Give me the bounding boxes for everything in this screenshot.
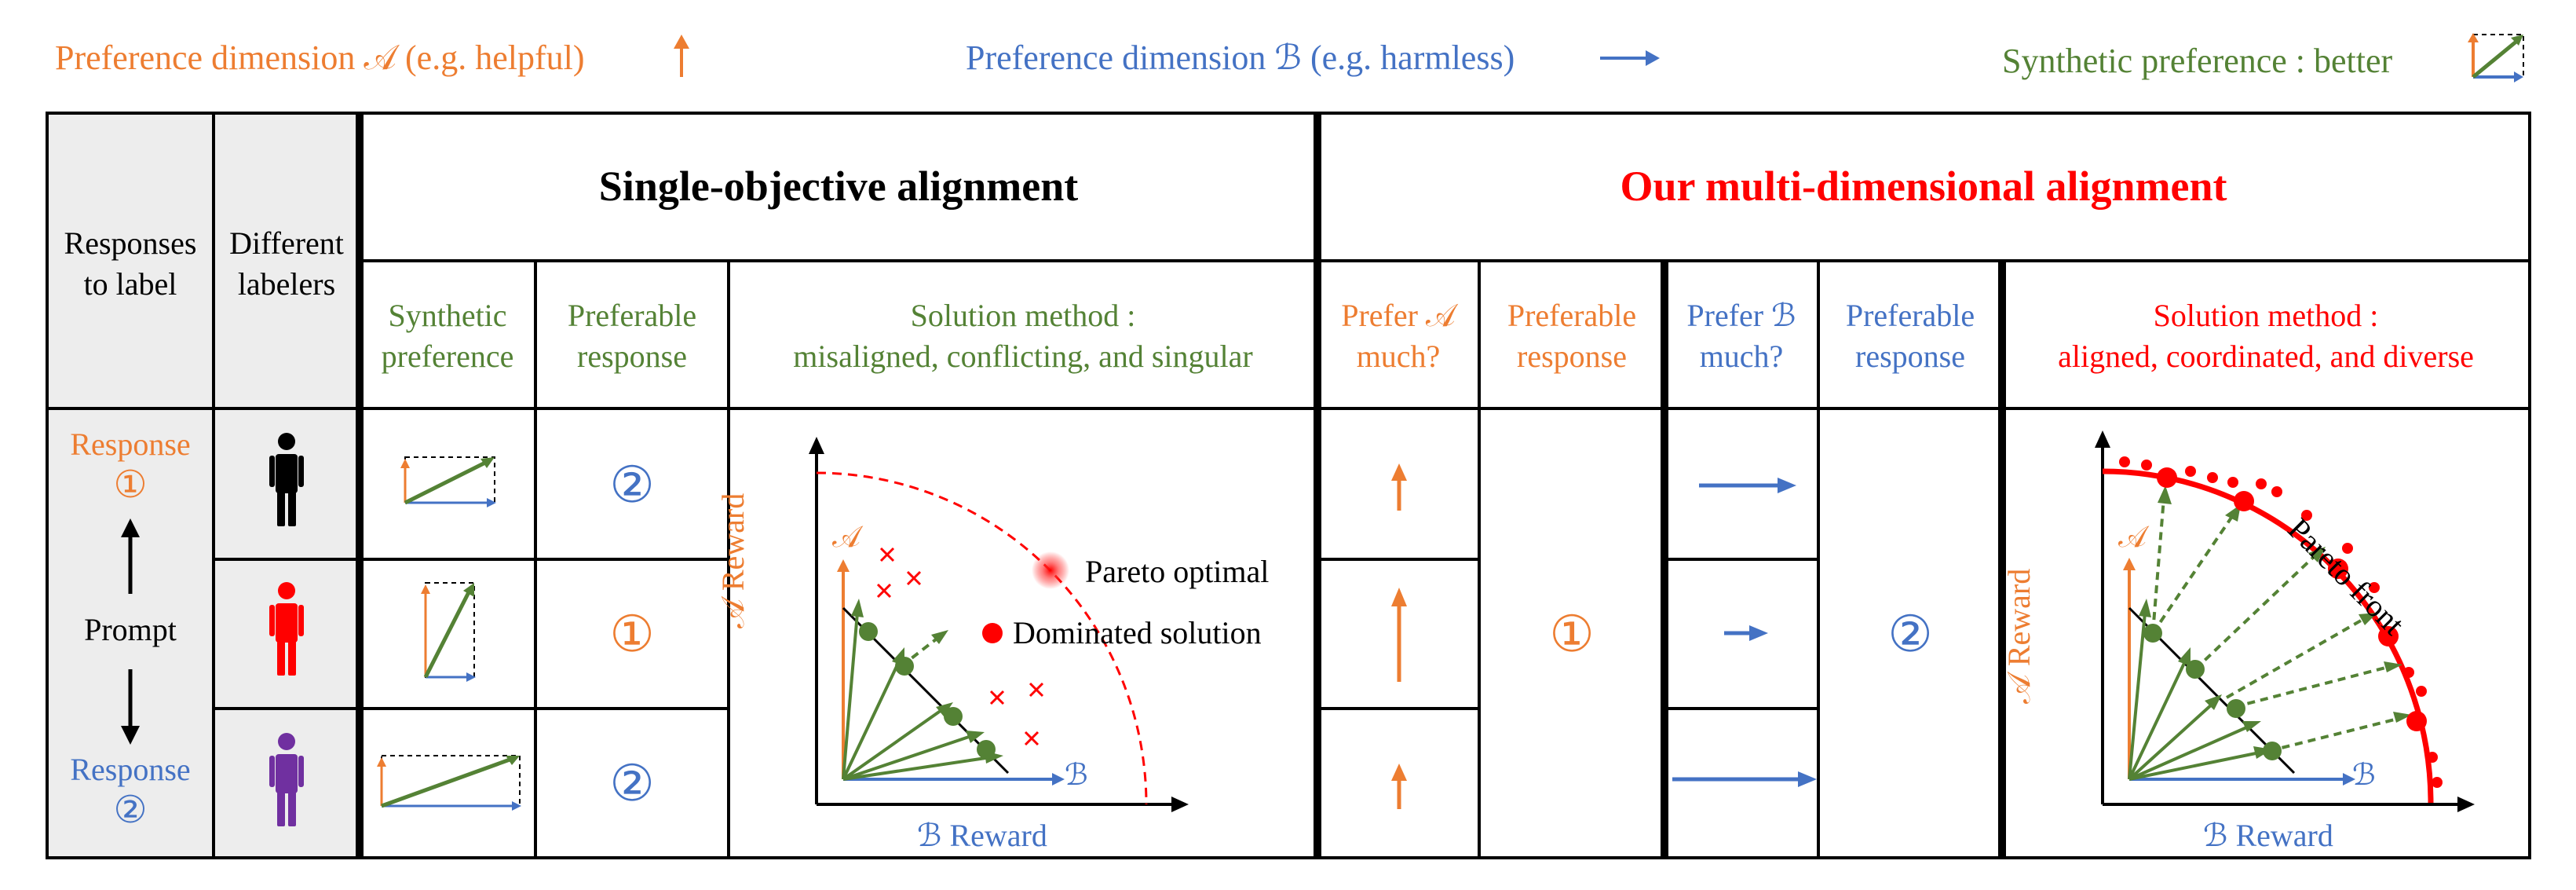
single-choice-row2: ① <box>609 606 655 662</box>
labeler-black-icon <box>269 433 304 526</box>
labeler-red-icon <box>269 582 304 676</box>
synthetic-icon-row1 <box>400 456 496 507</box>
legend-dim-b: Preference dimension ℬ (e.g. harmless) <box>966 38 1515 77</box>
single-title: Single-objective alignment <box>598 163 1079 210</box>
col-solution-multi: Solution method : aligned, coordinated, … <box>2058 298 2474 374</box>
multi-a-axis-label: 𝒜 <box>2118 521 2147 554</box>
col-prefer-a: Prefer 𝒜 much? <box>1341 298 1456 374</box>
single-x-label: ℬ Reward <box>917 818 1047 853</box>
synthetic-icon-row2 <box>421 582 476 682</box>
response1-label: Response <box>70 427 191 462</box>
multi-b-axis-label: ℬ <box>2352 759 2376 792</box>
response1-number: ① <box>113 464 148 506</box>
multi-choice-a: ① <box>1549 606 1595 662</box>
single-y-label: 𝒜 Reward <box>715 493 751 628</box>
multi-y-label: 𝒜 Reward <box>2001 568 2037 704</box>
header-labelers: Different labelers <box>229 225 344 302</box>
single-a-axis-label: 𝒜 <box>832 521 860 554</box>
col-synthetic-preference: Synthetic preference <box>381 298 514 374</box>
multi-choice-b: ② <box>1887 606 1933 662</box>
header-responses: Responses to label <box>64 225 197 302</box>
single-chart <box>809 437 1189 812</box>
col-solution-single: Solution method : misaligned, conflictin… <box>793 298 1253 374</box>
response2-label: Response <box>70 752 191 787</box>
legend-dim-a: Preference dimension 𝒜 (e.g. helpful) <box>55 38 585 77</box>
col-preferable-a: Preferable response <box>1507 298 1637 374</box>
legend-synthetic: Synthetic preference : better <box>2002 42 2393 80</box>
synthetic-icon-row3 <box>377 755 521 811</box>
multi-chart <box>2095 430 2475 812</box>
single-choice-row3: ② <box>609 756 655 811</box>
response2-number: ② <box>113 789 148 831</box>
single-choice-row1: ② <box>609 457 655 513</box>
labeler-purple-icon <box>269 733 304 826</box>
col-prefer-b: Prefer ℬ much? <box>1686 298 1796 374</box>
col-preferable-response: Preferable response <box>567 298 697 374</box>
single-b-axis-label: ℬ <box>1065 759 1088 792</box>
dominated-solution-label: Dominated solution <box>1013 615 1262 650</box>
multi-title: Our multi-dimensional alignment <box>1620 163 2227 210</box>
multi-prefer-b-arrows <box>1672 478 1817 787</box>
col-preferable-b: Preferable response <box>1845 298 1975 374</box>
prompt-label: Prompt <box>84 612 177 647</box>
prompt-down-arrow <box>121 669 140 745</box>
multi-prefer-a-arrows <box>1391 463 1407 809</box>
pareto-optimal-label: Pareto optimal <box>1085 554 1270 589</box>
prompt-up-arrow <box>121 518 140 594</box>
multi-x-label: ℬ Reward <box>2203 818 2333 853</box>
